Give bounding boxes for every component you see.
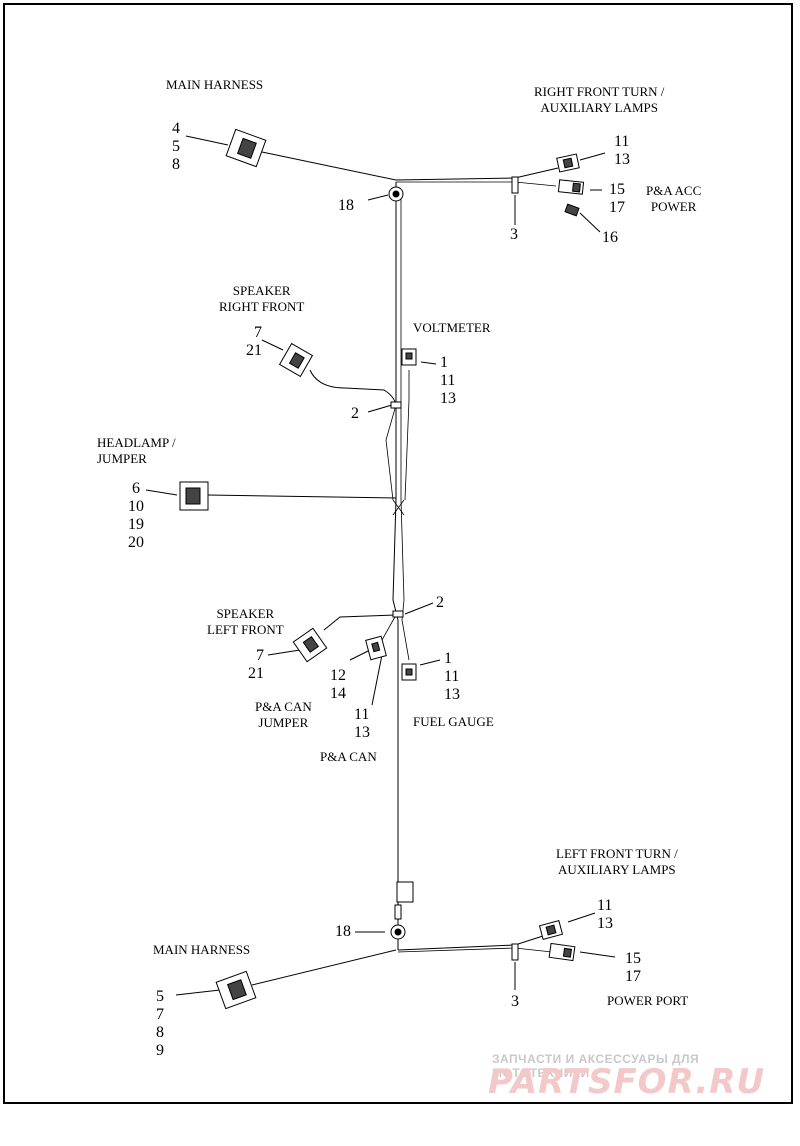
label-main-harness-top: MAIN HARNESS: [166, 77, 264, 92]
callout-rft-15-17: 15 17: [609, 181, 625, 216]
diagram-frame: [3, 3, 793, 1104]
clip-18-bottom: [390, 924, 406, 940]
label-pa-can: P&A CAN: [320, 749, 377, 764]
label-right-front-turn: RIGHT FRONT TURN / AUXILIARY LAMPS: [534, 84, 665, 115]
callout-speaker-lf: 7 21: [248, 647, 264, 682]
callout-lft-15-17: 15 17: [625, 950, 641, 985]
label-pa-can-jumper: P&A CAN JUMPER: [255, 699, 312, 730]
power-port-connector: [548, 942, 576, 962]
main-harness-top-connector: [225, 128, 267, 168]
callout-fuel-gauge: 1 11 13: [444, 650, 460, 703]
speaker-rf-connector: [278, 342, 314, 378]
clip-3-bottom: [511, 943, 519, 961]
callout-pa-can: 11 13: [354, 706, 370, 741]
inline-fuse: [394, 904, 402, 920]
label-main-harness-bottom: MAIN HARNESS: [153, 942, 251, 957]
callout-clip-2-top: 2: [351, 405, 359, 422]
main-harness-bottom-wire: [251, 949, 397, 986]
clip-3-top: [511, 176, 519, 194]
callout-clip-18-bottom: 18: [335, 923, 351, 940]
label-headlamp-jumper: HEADLAMP / JUMPER: [97, 435, 176, 466]
callout-clip-18-top: 18: [338, 197, 354, 214]
clip-18-top: [388, 186, 404, 202]
pa-acc-power-connector: [564, 203, 580, 217]
label-power-port: POWER PORT: [607, 993, 689, 1008]
right-front-wire: [395, 167, 559, 181]
callout-main-harness-bottom: 5 7 8 9: [156, 988, 164, 1059]
right-front-turn-connector-a: [556, 153, 580, 173]
headlamp-wire: [207, 494, 397, 499]
label-speaker-right-front: SPEAKER RIGHT FRONT: [219, 283, 305, 314]
speaker-rf-wire: [309, 369, 397, 406]
label-speaker-left-front: SPEAKER LEFT FRONT: [207, 606, 284, 637]
callout-acc-16: 16: [602, 229, 618, 246]
callout-clip-3-bottom: 3: [511, 993, 519, 1010]
fuel-gauge-connector: [401, 663, 417, 681]
callout-voltmeter: 1 11 13: [440, 354, 456, 407]
label-voltmeter: VOLTMETER: [413, 320, 491, 335]
right-front-turn-connector-b: [557, 179, 585, 195]
speaker-lf-wire: [323, 614, 397, 631]
callout-speaker-rf: 7 21: [246, 324, 262, 359]
label-left-front-turn: LEFT FRONT TURN / AUXILIARY LAMPS: [556, 846, 678, 877]
callout-main-harness-top: 4 5 8: [172, 120, 180, 173]
main-harness-bottom-connector: [215, 970, 257, 1010]
fuel-gauge-wire: [401, 619, 410, 661]
left-front-wire: [397, 934, 547, 951]
callout-clip-2-mid: 2: [436, 594, 444, 611]
speaker-lf-connector: [292, 627, 328, 663]
clip-2-top: [390, 401, 402, 409]
watermark-logo: PARTSFOR.RU: [488, 1062, 766, 1102]
voltmeter-wire: [404, 370, 410, 501]
callout-pa-can-jumper: 12 14: [330, 667, 346, 702]
callout-lft-11-13: 11 13: [597, 897, 613, 932]
junction-box: [396, 881, 414, 903]
callout-headlamp: 6 10 19 20: [128, 480, 144, 551]
harness-trunk: [392, 182, 399, 950]
headlamp-connector: [179, 481, 209, 511]
watermark-tagline: ЗАПЧАСТИ И АКСЕССУАРЫ ДЛЯ МОТОТЕХНИКИ: [492, 1052, 700, 1080]
pa-can-jumper-connector: [365, 635, 387, 661]
main-harness-top-wire: [261, 151, 397, 181]
label-pa-acc-power: P&A ACC POWER: [646, 183, 702, 214]
label-fuel-gauge: FUEL GAUGE: [413, 714, 494, 729]
left-front-turn-connector-a: [538, 920, 564, 940]
clip-2-mid: [392, 610, 404, 618]
callout-rft-11-13: 11 13: [614, 133, 630, 168]
voltmeter-connector: [401, 348, 417, 366]
callout-clip-3-top: 3: [510, 226, 518, 243]
